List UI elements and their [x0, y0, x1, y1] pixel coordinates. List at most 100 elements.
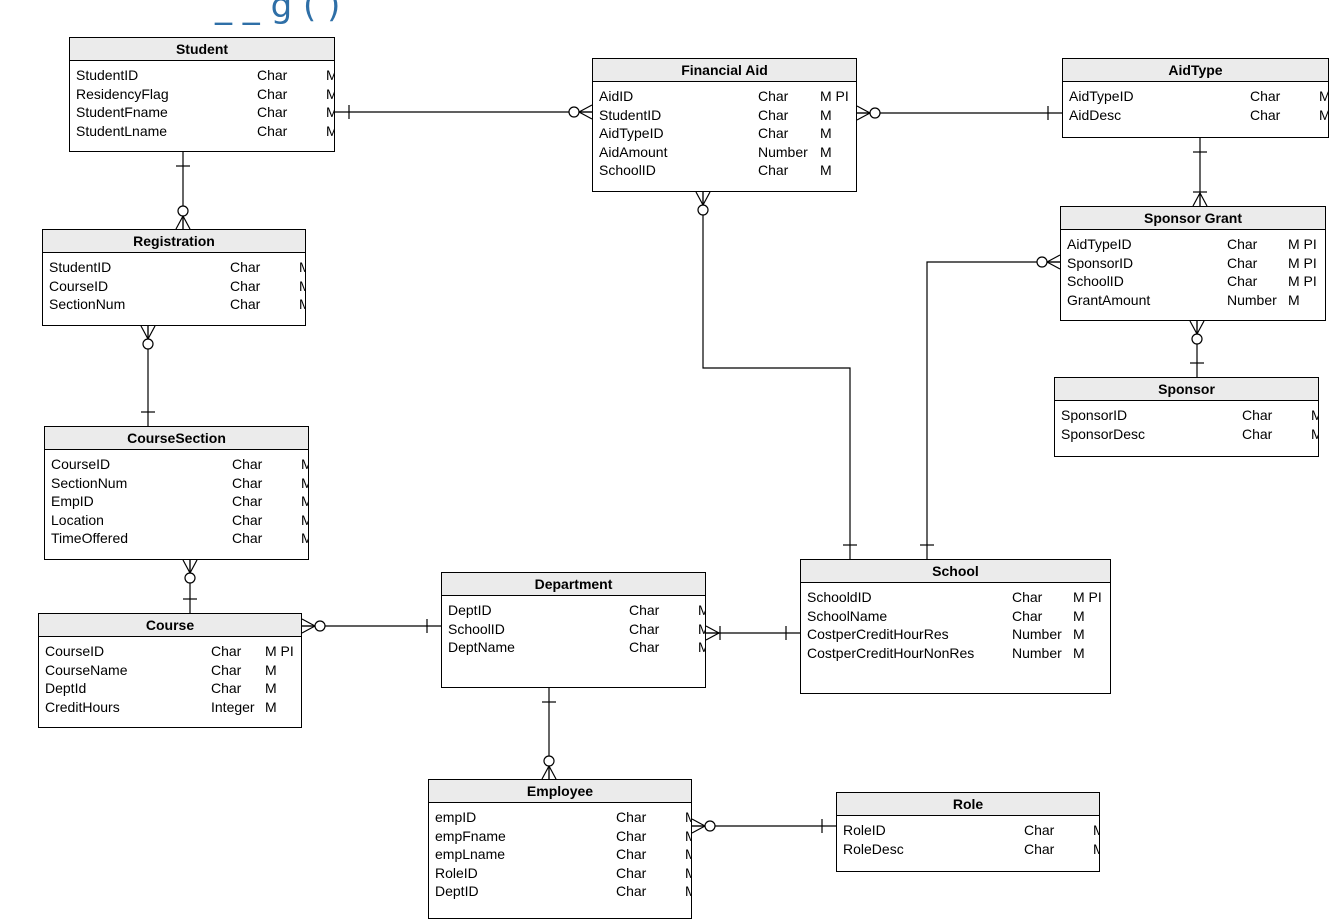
entity-department[interactable]: DepartmentDeptIDCharM PISchoolIDCharMDep… [441, 572, 706, 688]
attribute-flags: M PI [1288, 273, 1317, 290]
attribute-flags: M [685, 827, 691, 846]
entity-coursesection[interactable]: CourseSectionCourseIDCharM PISectionNumC… [44, 426, 309, 560]
attribute-type: Char [230, 259, 261, 275]
attribute-flags: M [301, 511, 308, 530]
attribute-flags: M [685, 845, 691, 864]
attribute-row: TimeOfferedCharM [45, 529, 308, 548]
attribute-flags: M [326, 85, 334, 104]
cardinality-many-mark [1189, 320, 1198, 335]
attribute-row: RoleIDCharM PI [837, 821, 1099, 840]
attribute-flags: M [1073, 607, 1085, 624]
attribute-row: EmpIDCharM [45, 492, 308, 511]
attribute-flags: M [301, 492, 308, 511]
attribute-type: Char [1227, 236, 1258, 252]
attribute-type: Char [232, 530, 263, 547]
entity-role[interactable]: RoleRoleIDCharM PIRoleDescCharM [836, 792, 1100, 872]
attribute-type: Char [758, 88, 789, 104]
attribute-row: DeptIDCharM [429, 882, 691, 901]
attribute-name: SectionNum [49, 296, 126, 313]
attribute-name: AidTypeID [1067, 236, 1132, 252]
attribute-type: Char [230, 296, 261, 313]
attribute-name: RoleID [843, 822, 886, 838]
cardinality-many-mark [856, 105, 871, 114]
cardinality-many-mark [541, 765, 550, 780]
attribute-name: DeptID [448, 602, 492, 618]
attribute-flags: M [820, 143, 832, 160]
entity-registration[interactable]: RegistrationStudentIDCharM PICourseIDCha… [42, 229, 306, 326]
entity-title: Course [39, 614, 301, 637]
entity-title: Role [837, 793, 1099, 816]
entity-attributes: empIDCharM PIempFnameCharMempLnameCharMR… [429, 803, 691, 901]
attribute-name: CourseID [45, 643, 105, 659]
attribute-flags: M [265, 680, 277, 697]
attribute-name: SponsorDesc [1061, 425, 1146, 442]
entity-sponsor[interactable]: SponsorSponsorIDCharM PISponsorDescCharM [1054, 377, 1319, 457]
diagram-title-fragment: _ _ g ( ) [215, 0, 341, 26]
entity-aidtype[interactable]: AidTypeAidTypeIDCharM PIAidDescCharM [1062, 58, 1329, 138]
cardinality-optional-mark [1036, 256, 1048, 268]
attribute-row: empIDCharM PI [429, 808, 691, 827]
cardinality-many-mark [578, 111, 593, 120]
attribute-row: empLnameCharM [429, 845, 691, 864]
attribute-name: CourseName [45, 661, 128, 678]
attribute-name: StudentLname [76, 122, 168, 139]
attribute-name: empFname [435, 827, 506, 844]
attribute-name: SchoolID [1067, 273, 1124, 290]
cardinality-many-mark [705, 632, 720, 641]
attribute-flags: M PI [1073, 589, 1102, 605]
attribute-type: Char [211, 680, 242, 697]
cardinality-optional-mark [184, 572, 196, 584]
cardinality-many-mark [702, 191, 711, 206]
attribute-row: SponsorDescCharM [1055, 425, 1318, 444]
attribute-type: Char [1250, 88, 1281, 104]
cardinality-many-mark [695, 191, 704, 206]
entity-student[interactable]: StudentStudentIDCharM PIResidencyFlagCha… [69, 37, 335, 152]
entity-employee[interactable]: EmployeeempIDCharM PIempFnameCharMempLna… [428, 779, 692, 919]
cardinality-optional-mark [1191, 333, 1203, 345]
attribute-row: SectionNumCharM PI [45, 474, 308, 493]
attribute-name: ResidencyFlag [76, 85, 169, 102]
attribute-row: AidDescCharM [1063, 106, 1328, 125]
entity-title: CourseSection [45, 427, 308, 450]
attribute-name: SponsorID [1067, 254, 1134, 271]
attribute-type: Char [758, 162, 789, 179]
attribute-type: Char [232, 456, 263, 472]
entity-title: Registration [43, 230, 305, 253]
attribute-type: Char [629, 620, 660, 637]
attribute-flags: M PI [1319, 87, 1328, 106]
entity-title: Sponsor [1055, 378, 1318, 401]
attribute-name: SchoolName [807, 607, 888, 624]
cardinality-optional-mark [568, 106, 580, 118]
cardinality-many-mark [691, 818, 706, 827]
cardinality-many-mark [140, 325, 149, 340]
attribute-name: CostperCreditHourRes [807, 626, 949, 643]
attribute-type: Char [616, 846, 647, 863]
entity-attributes: DeptIDCharM PISchoolIDCharMDeptNameCharM [442, 596, 705, 657]
attribute-type: Char [211, 643, 242, 659]
entity-title: Student [70, 38, 334, 61]
attribute-name: CostperCreditHourNonRes [807, 644, 975, 661]
cardinality-many-mark [578, 104, 593, 113]
attribute-name: RoleDesc [843, 840, 904, 857]
cardinality-many-mark [147, 325, 156, 340]
cardinality-optional-mark [704, 820, 716, 832]
attribute-flags: M PI [1288, 236, 1317, 252]
attribute-row: RoleIDCharM [429, 864, 691, 883]
attribute-row: LocationCharM [45, 511, 308, 530]
attribute-row: DeptNameCharM [442, 638, 705, 657]
attribute-flags: M PI [1311, 406, 1318, 425]
